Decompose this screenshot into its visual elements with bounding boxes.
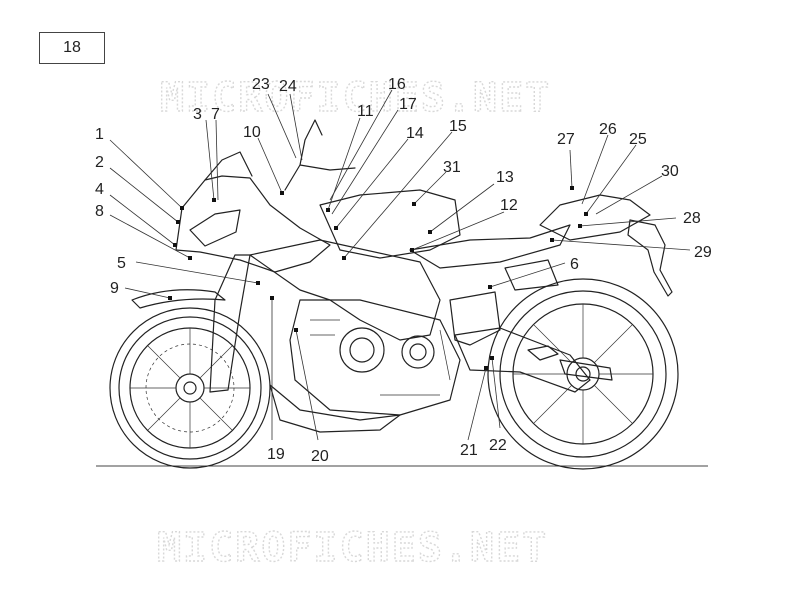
leader-dots (168, 186, 588, 370)
watermark-top: MICROFICHES.NET (160, 75, 551, 121)
callout-13: 13 (496, 169, 514, 186)
license-plate-holder (627, 219, 673, 297)
rider-footpeg-plate (449, 291, 501, 346)
callout-19: 19 (267, 446, 285, 463)
leader-lines (109, 89, 691, 441)
belly-pan (269, 384, 401, 433)
frame (249, 239, 441, 341)
fuel-tank (319, 189, 461, 259)
handlebar (284, 119, 356, 191)
callout-11: 11 (357, 103, 374, 120)
callout-17: 17 (399, 96, 417, 113)
callout-23: 23 (252, 76, 270, 93)
watermark-bottom: MICROFICHES.NET (157, 525, 548, 571)
callout-31: 31 (443, 159, 461, 176)
callout-1: 1 (95, 126, 104, 143)
motorcycle-illustration (109, 119, 679, 470)
callout-6: 6 (570, 256, 579, 273)
callout-24: 24 (279, 78, 297, 95)
callout-14: 14 (406, 125, 424, 142)
callout-29: 29 (694, 244, 712, 261)
rear-wheel (487, 278, 679, 470)
page-number-box: 18 (39, 32, 105, 64)
callout-16: 16 (388, 76, 406, 93)
callout-20: 20 (311, 448, 329, 465)
callout-7: 7 (211, 106, 220, 123)
callout-5: 5 (117, 255, 126, 272)
callout-9: 9 (110, 280, 119, 297)
exhaust (559, 359, 613, 381)
callout-30: 30 (661, 163, 679, 180)
callout-27: 27 (557, 131, 575, 148)
callout-26: 26 (599, 121, 617, 138)
front-wheel (109, 307, 271, 469)
callout-15: 15 (449, 118, 467, 135)
tail-section (539, 194, 651, 241)
seat (409, 224, 571, 269)
swingarm (454, 327, 591, 393)
callout-25: 25 (629, 131, 647, 148)
callout-12: 12 (500, 197, 518, 214)
callout-2: 2 (95, 154, 104, 171)
engine (289, 299, 461, 416)
callout-28: 28 (683, 210, 701, 227)
passenger-peg-bracket (504, 259, 559, 291)
callout-8: 8 (95, 203, 104, 220)
callout-4: 4 (95, 181, 104, 198)
callout-10: 10 (243, 124, 261, 141)
front-fender (131, 289, 226, 309)
front-fork (209, 254, 251, 393)
headlight (189, 209, 241, 247)
callout-labels: 1 2 3 4 5 6 7 8 9 10 11 12 13 14 15 16 1… (95, 76, 712, 465)
callout-22: 22 (489, 437, 507, 454)
windscreen (204, 151, 253, 181)
callout-21: 21 (460, 442, 478, 459)
callout-3: 3 (193, 106, 202, 123)
swingarm-slot (527, 345, 559, 361)
